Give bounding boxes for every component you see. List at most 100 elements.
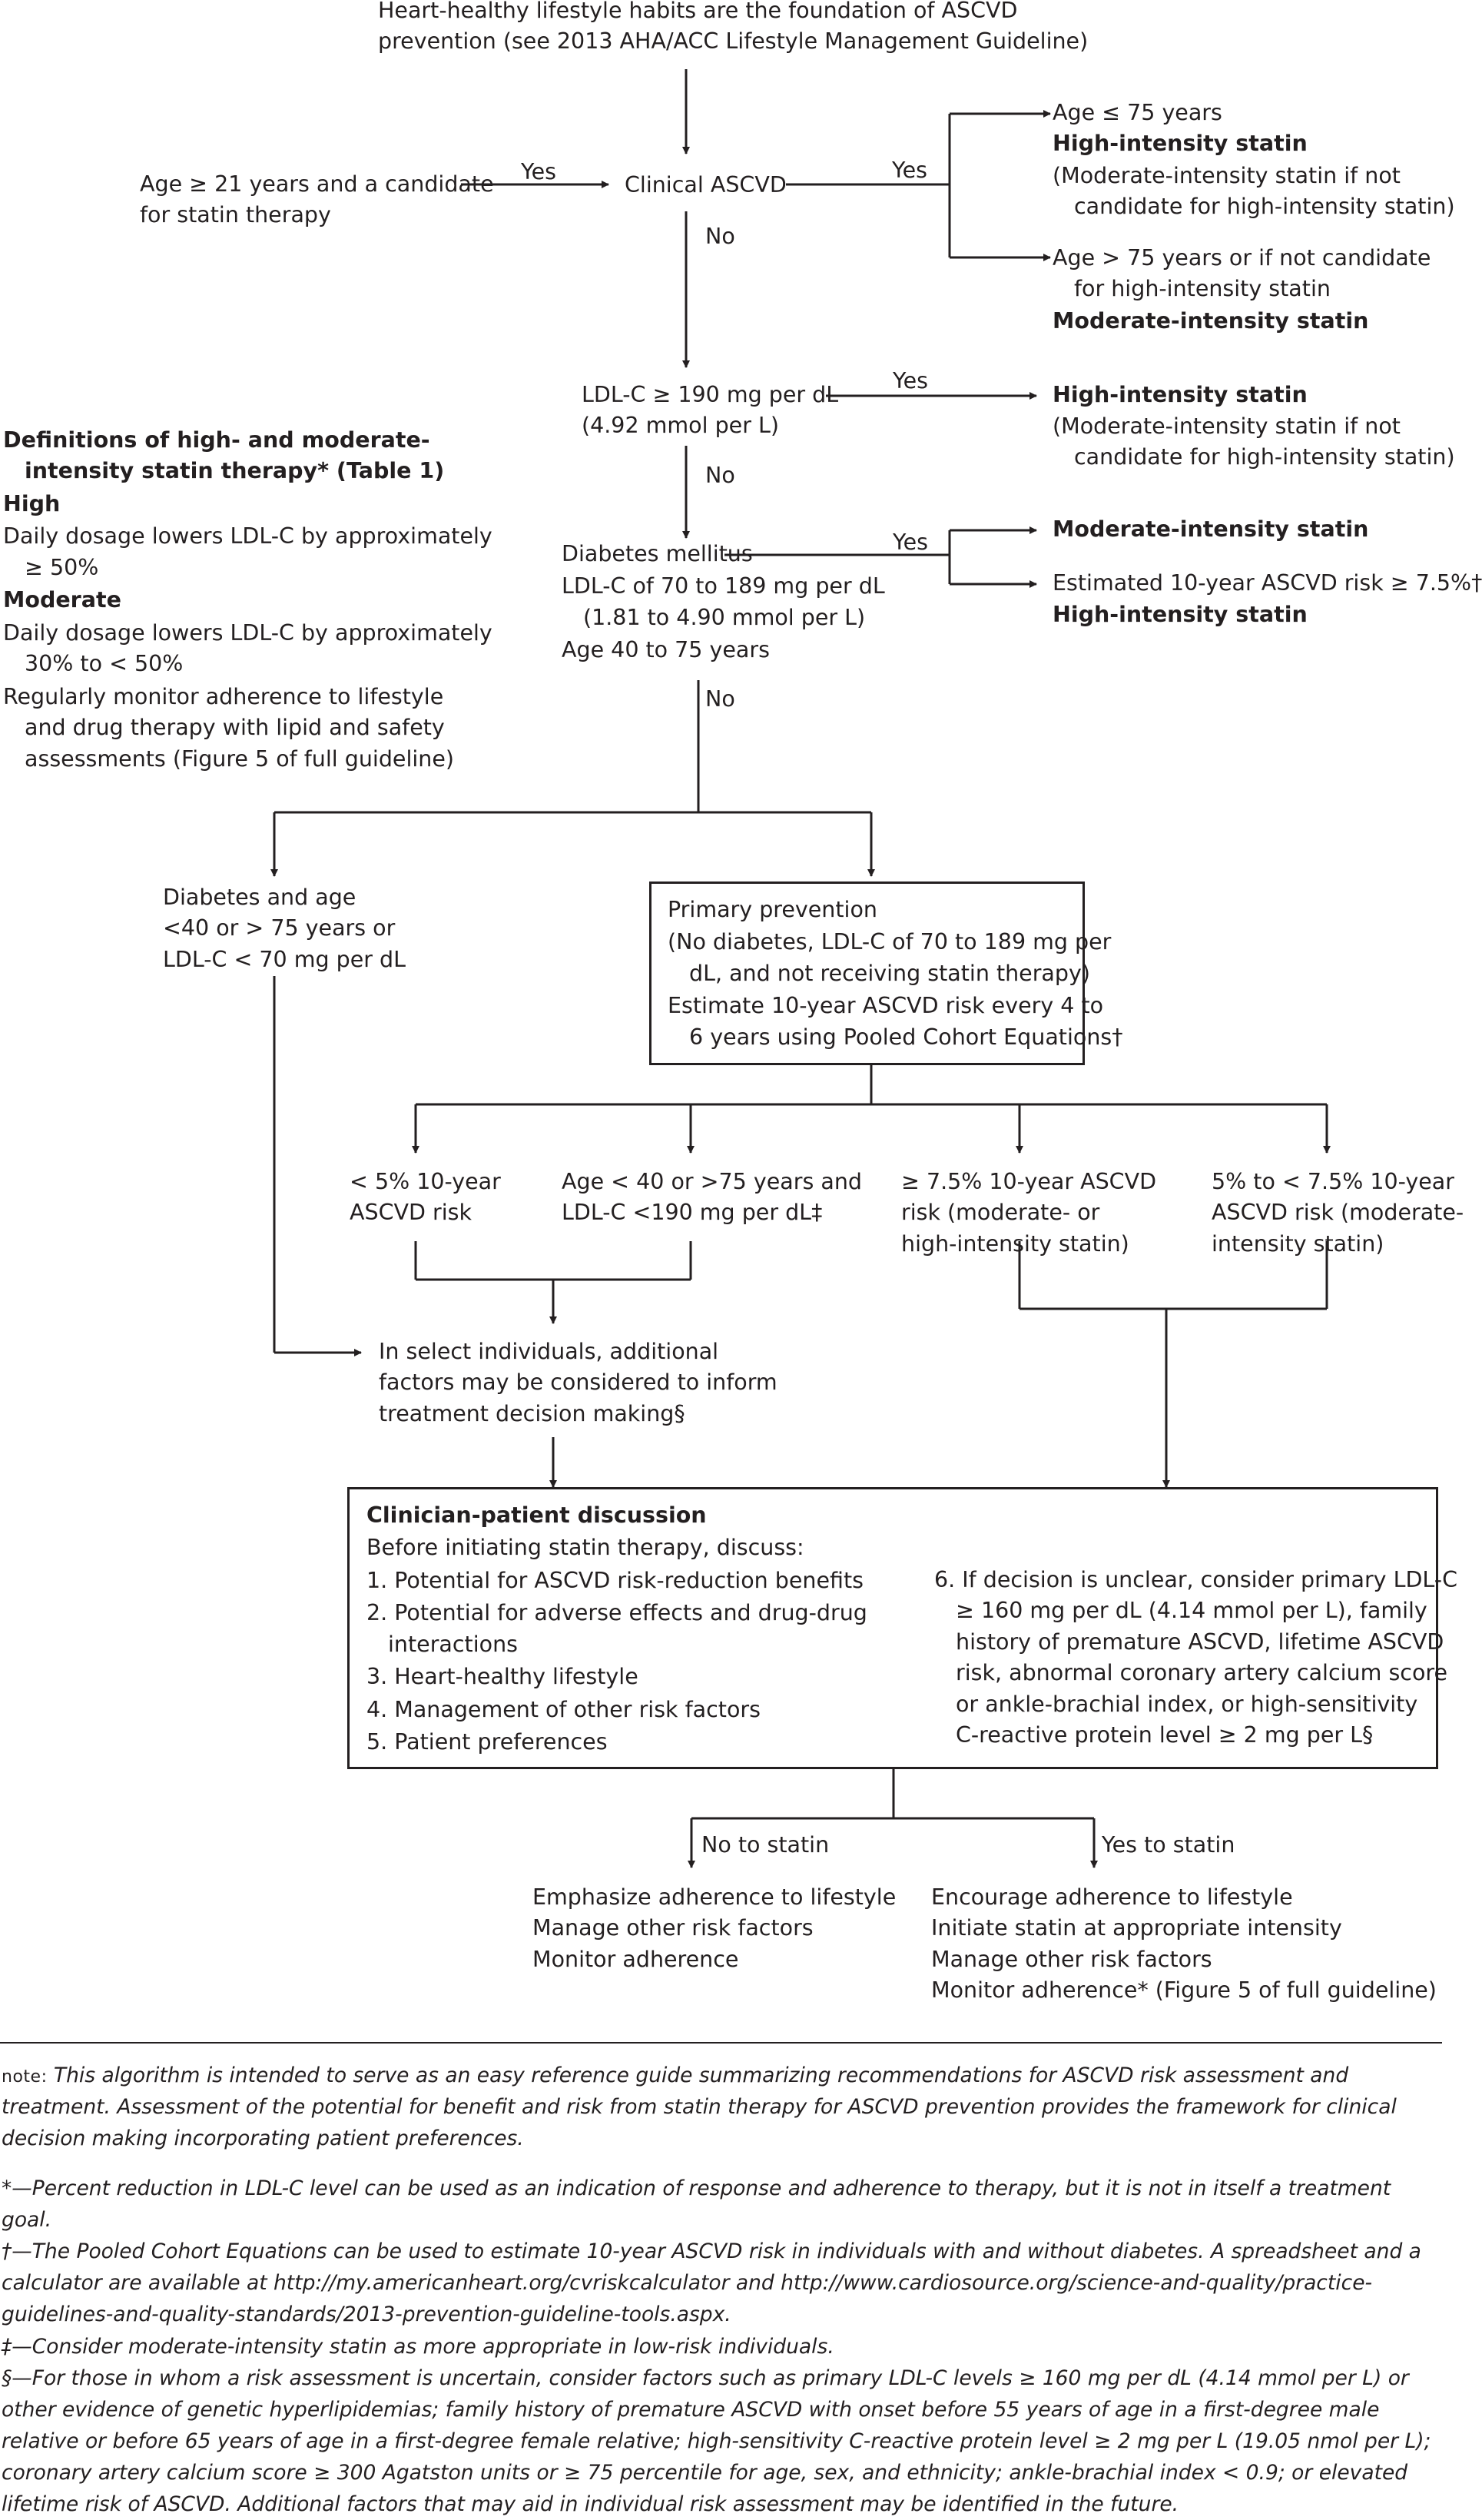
diabetes-line: Diabetes mellitus bbox=[562, 541, 753, 566]
diabetes-other-line: Diabetes and age bbox=[163, 885, 356, 910]
primary-desc: dL, and not receiving statin therapy) bbox=[689, 960, 1090, 986]
diabetes-moderate-intensity: Moderate-intensity statin bbox=[1053, 516, 1369, 542]
discussion-item6: history of premature ASCVD, lifetime ASC… bbox=[956, 1629, 1444, 1655]
branch-line: risk (moderate- or bbox=[901, 1200, 1100, 1226]
clinical-age-le75: Age ≤ 75 years bbox=[1053, 100, 1222, 125]
primary-desc: (No diabetes, LDL-C of 70 to 189 mg per bbox=[668, 929, 1112, 955]
diabetes-no-label: No bbox=[705, 686, 735, 712]
yes-statin-action: Initiate statin at appropriate intensity bbox=[931, 1915, 1342, 1941]
primary-estimate: Estimate 10-year ASCVD risk every 4 to bbox=[668, 993, 1104, 1019]
clinical-ascvd-node: Clinical ASCVD bbox=[625, 172, 787, 198]
note-label: note: bbox=[2, 2067, 48, 2087]
discussion-item6: 6. If decision is unclear, consider prim… bbox=[934, 1567, 1457, 1592]
footnote-note: note: This algorithm is intended to serv… bbox=[2, 2060, 1440, 2154]
definitions-title: Definitions of high- and moderate- bbox=[3, 427, 430, 453]
foundation-text: Heart-healthy lifestyle habits are the f… bbox=[378, 0, 1088, 58]
select-individuals-node: In select individuals, additional factor… bbox=[379, 1336, 777, 1429]
ldl190-line: LDL-C ≥ 190 mg per dL bbox=[582, 382, 839, 407]
clinical-high-intensity: High-intensity statin bbox=[1053, 131, 1308, 156]
diabetes-node: Diabetes mellitus LDL-C of 70 to 189 mg … bbox=[562, 539, 885, 666]
branch-lt5: < 5% 10-year ASCVD risk bbox=[350, 1167, 501, 1229]
discussion-box bbox=[347, 1487, 1438, 1769]
definitions-high-text: Daily dosage lowers LDL-C by approximate… bbox=[3, 523, 492, 549]
definitions-high-label: High bbox=[3, 490, 61, 516]
branch-age: Age < 40 or >75 years and LDL-C <190 mg … bbox=[562, 1167, 862, 1229]
branch-line: ≥ 7.5% 10-year ASCVD bbox=[901, 1169, 1157, 1194]
ldl190-no-label: No bbox=[705, 463, 735, 488]
ldl190-node: LDL-C ≥ 190 mg per dL (4.92 mmol per L) bbox=[582, 380, 838, 442]
branch-line: ASCVD risk (moderate- bbox=[1212, 1200, 1464, 1226]
diabetes-line: Age 40 to 75 years bbox=[562, 637, 770, 663]
discussion-item6: risk, abnormal coronary artery calcium s… bbox=[956, 1660, 1448, 1686]
ldl190-moderate-note: (Moderate-intensity statin if not candid… bbox=[1053, 411, 1455, 473]
branch-line: 5% to < 7.5% 10-year bbox=[1212, 1169, 1454, 1194]
discussion-item: 3. Heart-healthy lifestyle bbox=[366, 1664, 638, 1690]
entry-yes-label: Yes bbox=[521, 159, 557, 184]
branch-mid: 5% to < 7.5% 10-year ASCVD risk (moderat… bbox=[1212, 1167, 1464, 1260]
clinical-yes-label: Yes bbox=[892, 158, 928, 183]
discussion-item: interactions bbox=[388, 1631, 518, 1657]
no-statin-action: Manage other risk factors bbox=[532, 1915, 814, 1941]
definitions-moderate-label: Moderate bbox=[3, 587, 121, 613]
primary-estimate: 6 years using Pooled Cohort Equations† bbox=[689, 1024, 1123, 1050]
note-line: (Moderate-intensity statin if not bbox=[1053, 163, 1401, 188]
branch-line: Age < 40 or >75 years and bbox=[562, 1169, 862, 1194]
flowchart-connectors bbox=[0, 69, 1442, 2044]
note-text: This algorithm is intended to serve as a… bbox=[2, 2063, 1397, 2151]
definitions-monitor: assessments (Figure 5 of full guideline) bbox=[25, 745, 454, 772]
age-line: for high-intensity statin bbox=[1074, 276, 1331, 302]
yes-statin-action: Encourage adherence to lifestyle bbox=[931, 1884, 1293, 1910]
diabetes-yes-label: Yes bbox=[893, 530, 929, 555]
definitions-moderate-text: 30% to < 50% bbox=[25, 651, 184, 677]
no-statin-action: Emphasize adherence to lifestyle bbox=[532, 1884, 897, 1910]
discussion-item: 2. Potential for adverse effects and dru… bbox=[366, 1600, 867, 1626]
footnote-ddagger: ‡—Consider moderate-intensity statin as … bbox=[2, 2334, 834, 2359]
no-to-statin-label: No to statin bbox=[701, 1832, 830, 1858]
clinical-moderate-intensity: Moderate-intensity statin bbox=[1053, 308, 1369, 334]
age-line: Age > 75 years or if not candidate bbox=[1053, 245, 1431, 271]
yes-to-statin-label: Yes to statin bbox=[1102, 1832, 1235, 1858]
discussion-item6: C-reactive protein level ≥ 2 mg per L§ bbox=[956, 1722, 1374, 1748]
discussion-intro: Before initiating statin therapy, discus… bbox=[366, 1535, 804, 1561]
no-statin-action: Monitor adherence bbox=[532, 1946, 739, 1972]
foundation-line: Heart-healthy lifestyle habits are the f… bbox=[378, 0, 1018, 23]
footnotes: note: This algorithm is intended to serv… bbox=[2, 2060, 1440, 2520]
diabetes-high-intensity: High-intensity statin bbox=[1053, 602, 1308, 627]
footnote-section: §—For those in whom a risk assessment is… bbox=[2, 2366, 1431, 2516]
definitions-panel: Definitions of high- and moderate- inten… bbox=[3, 425, 492, 775]
clinical-age-gt75: Age > 75 years or if not candidate for h… bbox=[1053, 243, 1431, 305]
branch-line: ASCVD risk bbox=[350, 1200, 472, 1226]
select-line: factors may be considered to inform bbox=[379, 1370, 777, 1396]
note-line: (Moderate-intensity statin if not bbox=[1053, 413, 1401, 439]
ldl190-high-intensity: High-intensity statin bbox=[1053, 382, 1308, 407]
primary-prevention-text: Primary prevention (No diabetes, LDL-C o… bbox=[668, 895, 1122, 1053]
discussion-left: Clinician-patient discussion Before init… bbox=[366, 1500, 867, 1758]
definitions-moderate-text: Daily dosage lowers LDL-C by approximate… bbox=[3, 619, 492, 646]
note-line: candidate for high-intensity statin) bbox=[1074, 444, 1455, 470]
discussion-title: Clinician-patient discussion bbox=[366, 1502, 707, 1528]
diabetes-other-node: Diabetes and age <40 or > 75 years or LD… bbox=[163, 882, 406, 975]
branch-line: intensity statin) bbox=[1212, 1230, 1384, 1257]
entry-line: Age ≥ 21 years and a candidate bbox=[140, 171, 494, 197]
definitions-monitor: Regularly monitor adherence to lifestyle bbox=[3, 683, 444, 709]
select-line: In select individuals, additional bbox=[379, 1339, 719, 1364]
discussion-item6: ≥ 160 mg per dL (4.14 mmol per L), famil… bbox=[956, 1598, 1427, 1624]
definitions-title: intensity statin therapy* (Table 1) bbox=[25, 458, 445, 484]
discussion-right: 6. If decision is unclear, consider prim… bbox=[934, 1565, 1457, 1751]
clinical-moderate-note: (Moderate-intensity statin if not candid… bbox=[1053, 161, 1455, 223]
primary-title: Primary prevention bbox=[668, 897, 877, 922]
definitions-monitor: and drug therapy with lipid and safety bbox=[25, 715, 445, 741]
yes-statin-action: Manage other risk factors bbox=[931, 1946, 1212, 1972]
primary-prevention-box bbox=[649, 882, 1085, 1065]
discussion-item6: or ankle-brachial index, or high-sensiti… bbox=[956, 1691, 1418, 1717]
branch-line: high-intensity statin) bbox=[901, 1230, 1129, 1257]
branch-line: LDL-C <190 mg per dL‡ bbox=[562, 1200, 823, 1226]
footnote-star: *—Percent reduction in LDL-C level can b… bbox=[2, 2176, 1391, 2233]
entry-line: for statin therapy bbox=[140, 202, 331, 228]
discussion-item: 4. Management of other risk factors bbox=[366, 1696, 761, 1722]
no-statin-actions: Emphasize adherence to lifestyle Manage … bbox=[532, 1882, 896, 1975]
diabetes-risk: Estimated 10-year ASCVD risk ≥ 7.5%† bbox=[1053, 570, 1482, 596]
select-line: treatment decision making§ bbox=[379, 1400, 685, 1426]
discussion-item: 5. Patient preferences bbox=[366, 1729, 608, 1755]
diabetes-other-line: <40 or > 75 years or bbox=[163, 915, 396, 941]
